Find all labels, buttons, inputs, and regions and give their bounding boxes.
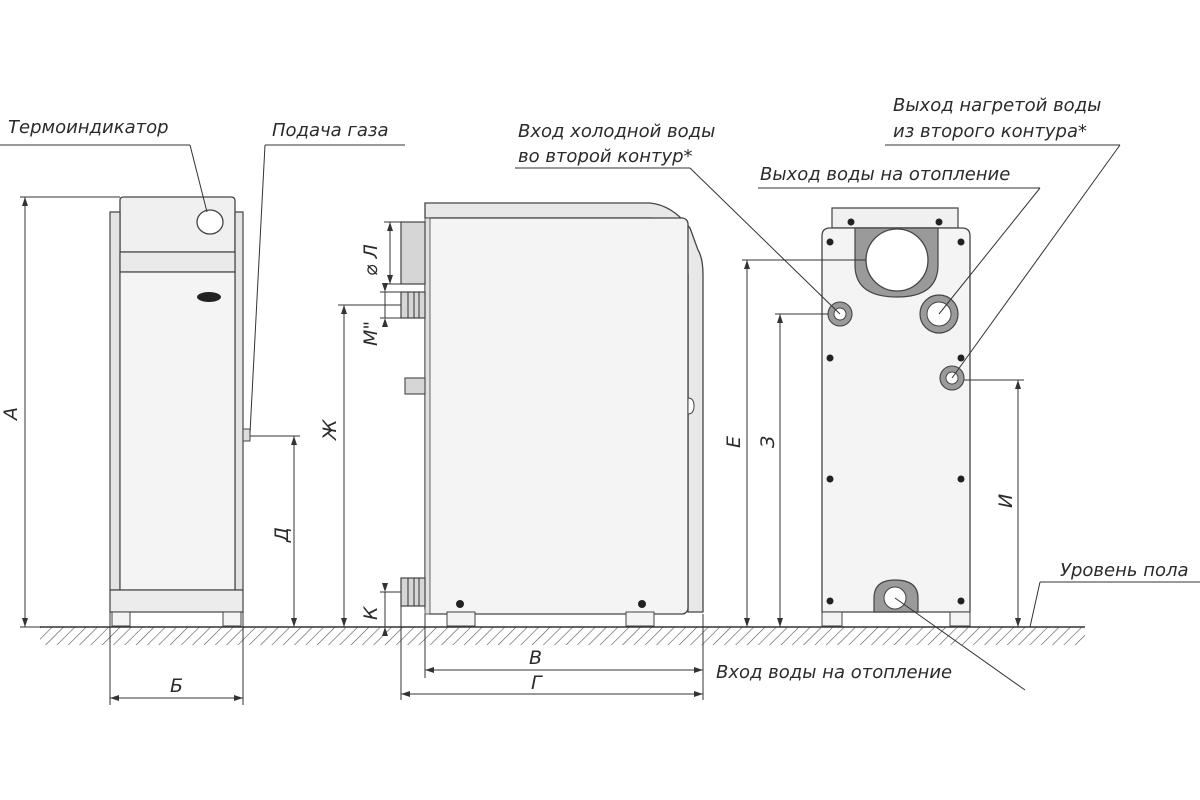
upper-pipe — [400, 291, 426, 319]
label-heat-out: Выход воды на отопление — [760, 164, 1010, 185]
dim-k: К — [360, 605, 382, 620]
label-cold-in-2: во второй контур* — [518, 146, 693, 167]
boiler-side-view — [109, 196, 251, 627]
floor — [40, 626, 1085, 645]
dim-l: ⌀ Л — [360, 244, 382, 276]
label-floor: Уровень пола — [1060, 560, 1189, 581]
label-hot-out-2: из второго контура* — [893, 121, 1087, 142]
boiler-rear-view — [821, 207, 971, 627]
dim-e: Е — [723, 436, 745, 448]
label-hot-out-1: Выход нагретой воды — [893, 95, 1101, 116]
label-cold-in-1: Вход холодной воды — [518, 121, 715, 142]
inspection-window — [197, 292, 221, 302]
label-thermo: Термоиндикатор — [8, 117, 169, 138]
thermometer-dial — [196, 209, 224, 235]
middle-pipe — [404, 377, 426, 395]
label-heat-in: Вход воды на отопление — [716, 662, 952, 683]
label-gas: Подача газа — [272, 120, 389, 141]
dim-m: М" — [360, 321, 382, 346]
dim-d: Д — [271, 527, 293, 543]
dim-zh: Ж — [319, 418, 341, 441]
dim-v: В — [529, 647, 542, 669]
dim-a: А — [0, 407, 22, 422]
dim-i: И — [995, 494, 1017, 508]
boiler-front-view — [400, 202, 704, 627]
flue-pipe — [400, 221, 426, 285]
dim-z: З — [757, 436, 779, 448]
lower-pipe — [400, 577, 426, 607]
dim-b: Б — [170, 675, 183, 697]
gas-inlet — [242, 428, 251, 442]
dim-g: Г — [531, 672, 543, 694]
